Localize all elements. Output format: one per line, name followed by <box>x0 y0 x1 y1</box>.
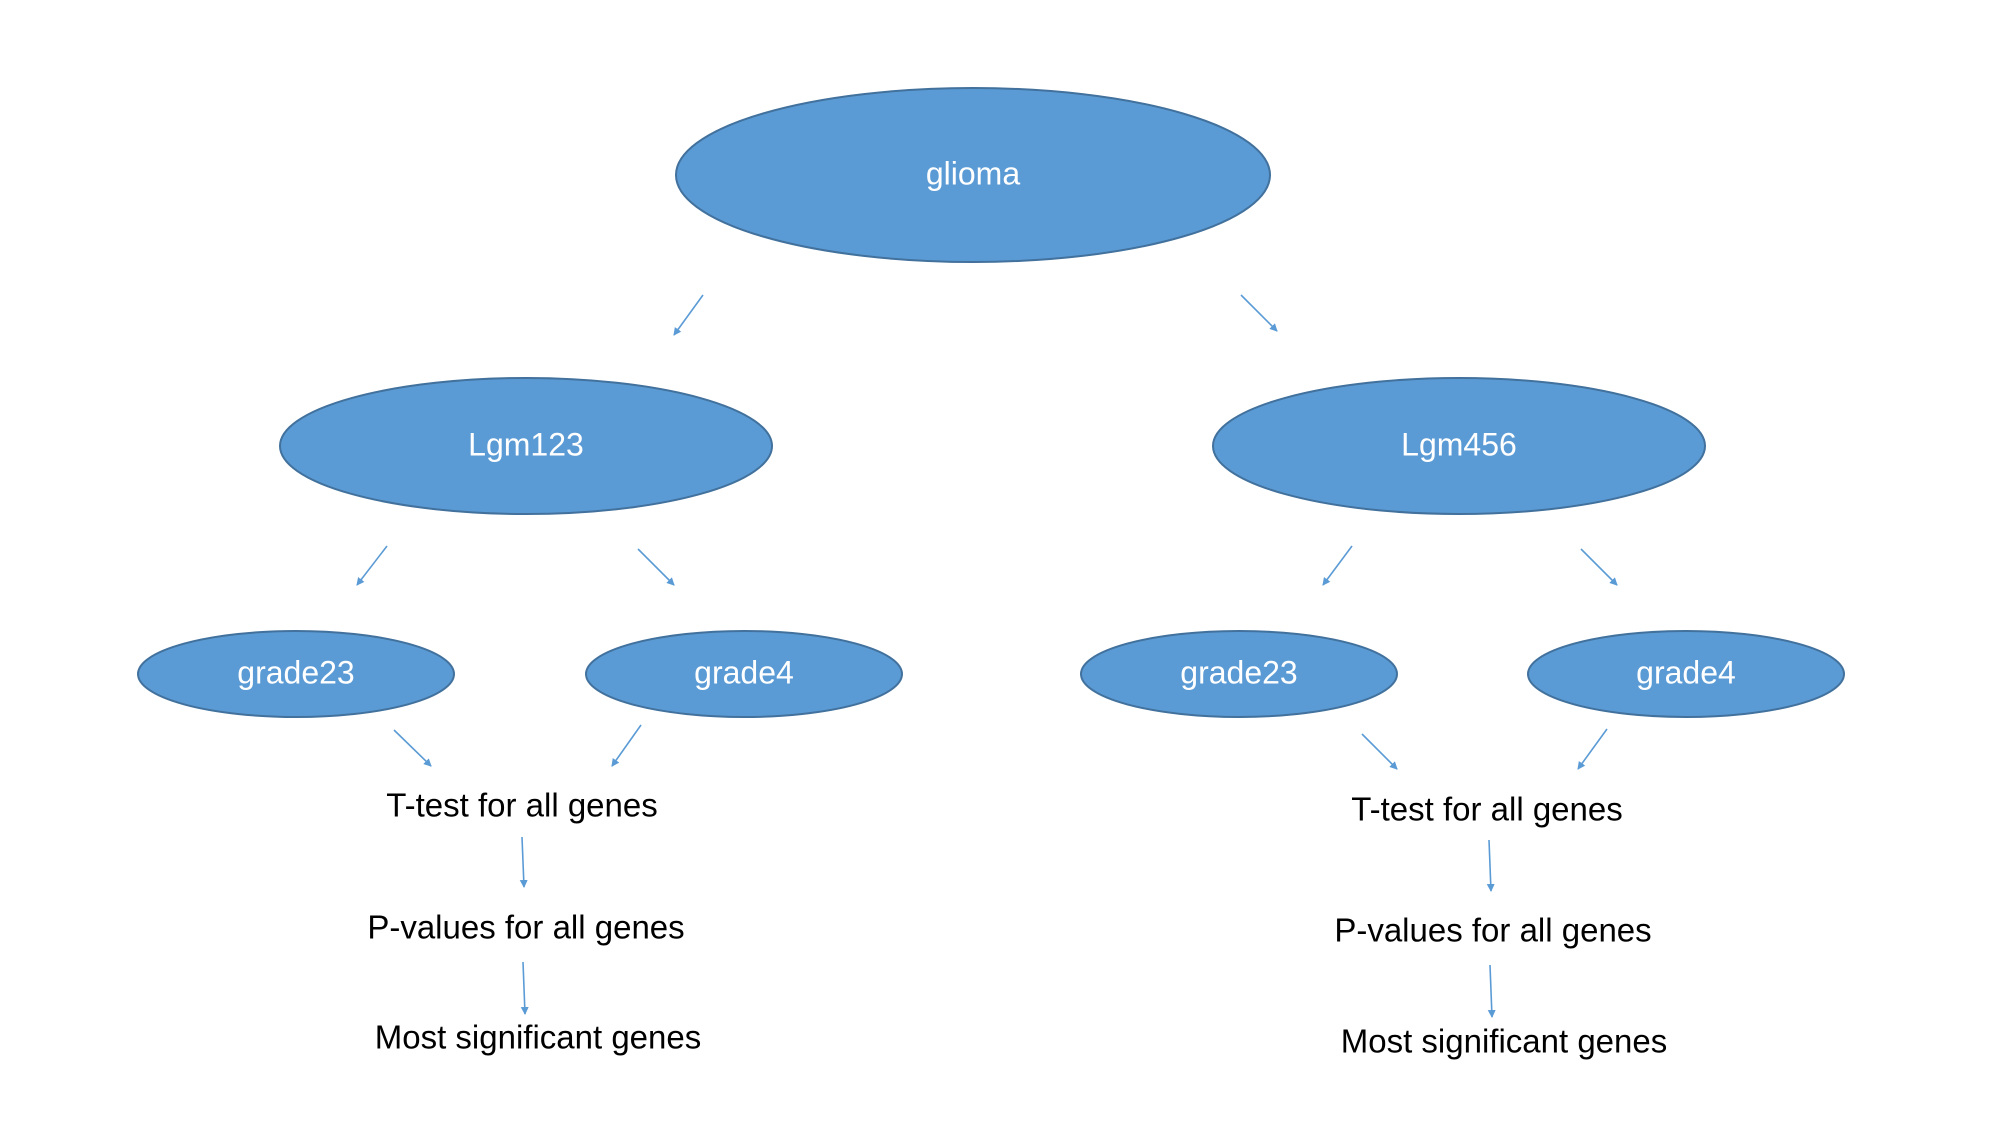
arrow-root-to-left <box>673 294 704 336</box>
arrow-left-ttest-to-pvalues <box>519 836 528 888</box>
right-branch-node-shape <box>1212 377 1706 515</box>
left-grade23-node-label: grade23 <box>237 654 354 690</box>
left-branch-node: Lgm123 <box>279 377 773 515</box>
right-step-ttest: T-test for all genes <box>1351 791 1622 828</box>
root-node: glioma <box>675 87 1271 263</box>
right-branch-node: Lgm456 <box>1212 377 1706 515</box>
left-step-pvalues: P-values for all genes <box>367 909 684 946</box>
right-grade23-node-shape <box>1080 630 1398 718</box>
arrow-left-pvalues-to-significant <box>520 961 529 1015</box>
arrow-right-grade23-to-ttest <box>1361 733 1398 770</box>
arrow-right-to-grade23 <box>1322 545 1353 586</box>
right-grade4-node-shape <box>1527 630 1845 718</box>
arrow-right-grade4-to-ttest <box>1577 728 1608 770</box>
left-branch-node-shape <box>279 377 773 515</box>
arrow-right-pvalues-to-significant <box>1487 964 1496 1018</box>
left-step-significant-genes: Most significant genes <box>375 1019 702 1056</box>
arrow-root-to-right <box>1240 294 1278 332</box>
root-node-label: glioma <box>926 155 1020 191</box>
right-grade23-node: grade23 <box>1080 630 1398 718</box>
left-grade4-node: grade4 <box>585 630 903 718</box>
right-grade23-node-label: grade23 <box>1180 654 1297 690</box>
arrow-left-grade23-to-ttest <box>393 729 432 767</box>
right-grade4-node-label: grade4 <box>1636 654 1736 690</box>
left-grade23-node: grade23 <box>137 630 455 718</box>
left-grade4-node-label: grade4 <box>694 654 794 690</box>
right-branch-node-label: Lgm456 <box>1401 426 1517 462</box>
left-grade23-node-shape <box>137 630 455 718</box>
arrow-right-ttest-to-pvalues <box>1486 839 1495 892</box>
left-grade4-node-shape <box>585 630 903 718</box>
arrow-left-to-grade23 <box>356 545 388 586</box>
arrow-left-grade4-to-ttest <box>611 724 642 767</box>
arrow-right-to-grade4 <box>1580 548 1618 586</box>
right-grade4-node: grade4 <box>1527 630 1845 718</box>
left-step-ttest: T-test for all genes <box>386 787 657 824</box>
root-node-shape <box>675 87 1271 263</box>
left-branch-node-label: Lgm123 <box>468 426 584 462</box>
right-step-significant-genes: Most significant genes <box>1341 1023 1668 1060</box>
right-step-pvalues: P-values for all genes <box>1334 912 1651 949</box>
arrow-left-to-grade4 <box>637 548 675 586</box>
